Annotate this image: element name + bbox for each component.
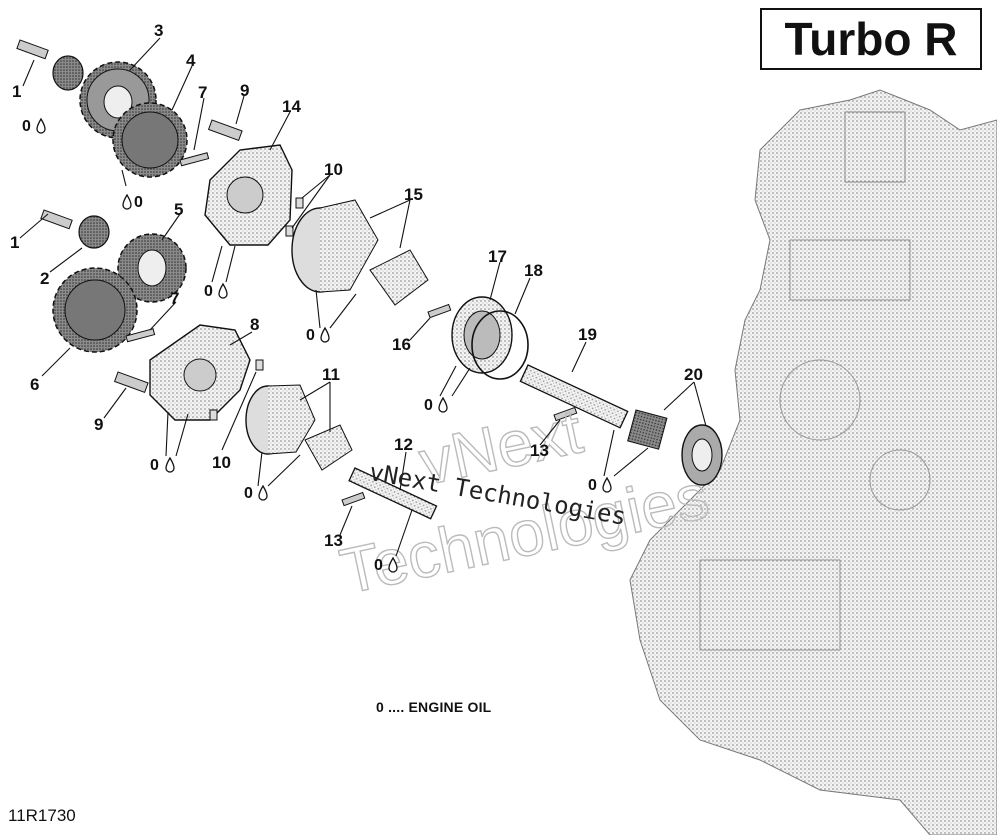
callout-14: 14 [282,97,301,116]
callout-8: 8 [250,315,259,334]
callout-7-upper: 7 [198,83,207,102]
pin-7-upper [179,152,210,167]
pin-16 [427,303,452,319]
dowels-10-lower [209,359,264,421]
leader-lines [19,37,707,557]
callout-4: 4 [186,51,196,70]
oil-marker: 0 [150,457,175,474]
legend-engine-oil: 0 .... ENGINE OIL [376,699,492,715]
gear-6 [52,267,138,353]
rotor-11 [245,384,353,471]
rotor-20 [627,409,723,486]
callout-5: 5 [174,200,183,219]
svg-text:0: 0 [150,457,159,474]
callout-9-lower: 9 [94,415,103,434]
svg-text:0: 0 [306,327,315,344]
callout-9-upper: 9 [240,81,249,100]
pin-7-lower [125,328,156,343]
callout-11: 11 [322,365,340,384]
callout-18: 18 [524,261,543,280]
gear-5 [117,233,187,303]
callout-13-lower: 13 [324,531,343,550]
oil-marker: 0 [588,477,612,494]
shaft-12 [348,467,438,520]
callout-12: 12 [394,435,413,454]
shaft-19 [519,364,629,429]
bolt-9-lower [113,371,149,393]
callout-17: 17 [488,247,507,266]
callout-16: 16 [392,335,411,354]
oil-marker: 0 [306,327,330,344]
callout-7-lower: 7 [170,289,179,308]
svg-text:0: 0 [204,283,213,300]
svg-text:0: 0 [374,557,383,574]
callout-2: 2 [40,269,49,288]
o-ring-18 [471,310,529,380]
callout-3: 3 [154,21,163,40]
model-title-box: Turbo R [760,8,982,70]
callout-19: 19 [578,325,597,344]
callout-20: 20 [684,365,703,384]
oil-marker: 0 [122,194,143,211]
rotor-15 [291,199,429,306]
pin-13-lower [341,491,366,507]
oil-marker: 0 [244,485,268,502]
bolt-1-upper [16,39,49,60]
oil-marker: 0 [22,118,46,135]
svg-text:0: 0 [244,485,253,502]
oil-marker: 0 [374,557,398,574]
callout-6: 6 [30,375,39,394]
model-title: Turbo R [784,13,958,65]
oil-marker: 0 [424,397,448,414]
bolt-1-lower [40,209,73,230]
svg-text:0: 0 [424,397,433,414]
svg-text:0: 0 [134,194,143,211]
callout-13-upper: 13 [530,441,549,460]
oil-marker: 0 [204,283,228,300]
callout-1-lower: 1 [10,233,19,252]
pump-cover-14 [204,144,293,246]
callouts: 1 3 4 7 9 14 10 15 5 1 2 7 8 6 9 10 11 1… [10,21,703,550]
bolt-9-upper [207,119,243,141]
svg-text:0: 0 [22,118,31,135]
drawing-id: 11R1730 [8,806,76,825]
dowels-10-upper [285,197,304,237]
callout-10-upper: 10 [324,160,343,179]
svg-text:0: 0 [588,477,597,494]
pin-13-upper [553,406,578,422]
cap-2 [78,215,110,249]
engine-block [629,89,997,835]
callout-1-upper: 1 [12,82,21,101]
callout-15: 15 [404,185,423,204]
plate-17 [451,296,513,374]
cap-upper [52,55,84,91]
oil-markers: 0 0 0 0 0 0 0 0 0 [22,118,612,574]
housing-8 [149,324,251,421]
callout-10-lower: 10 [212,453,231,472]
gear-4 [112,102,188,178]
